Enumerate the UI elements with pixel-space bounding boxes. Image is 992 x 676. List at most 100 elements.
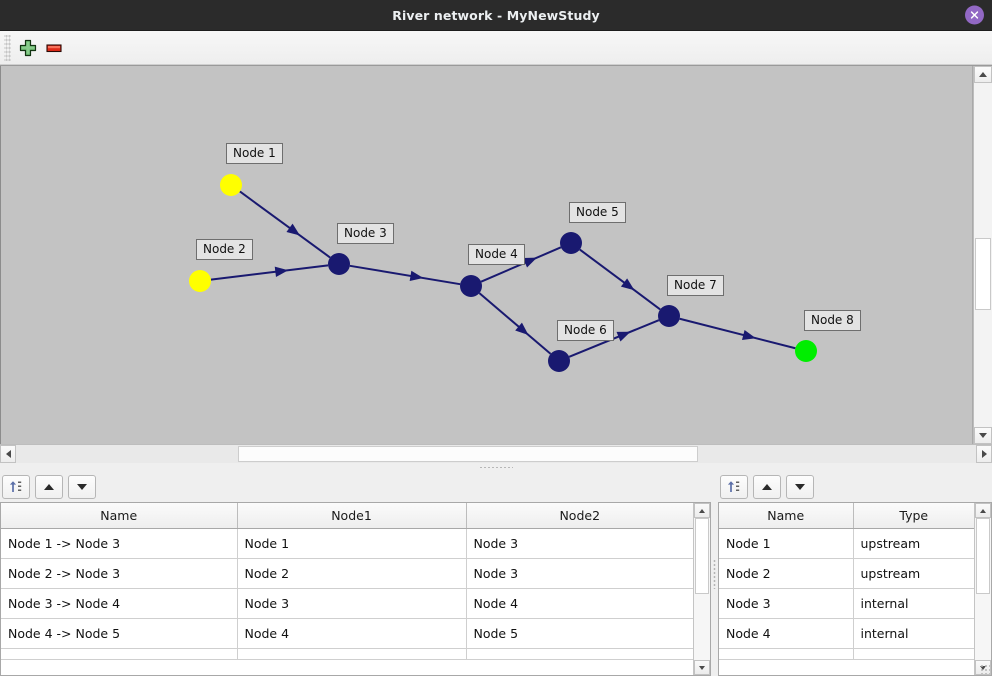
- reaches-scroll-up-button[interactable]: [694, 503, 710, 518]
- nodes-vscroll-track[interactable]: [975, 518, 991, 660]
- graph-node-node-4[interactable]: [460, 275, 482, 297]
- graph-node-node-2[interactable]: [189, 270, 211, 292]
- reaches-column-header[interactable]: Node1: [237, 503, 467, 529]
- nodes-table-cell[interactable]: Node 3: [719, 588, 854, 619]
- scroll-up-button[interactable]: [974, 66, 992, 83]
- reaches-table-cell[interactable]: Node 4: [466, 588, 693, 619]
- nodes-sort-button[interactable]: [720, 474, 748, 499]
- graph-vscroll-thumb[interactable]: [975, 238, 991, 310]
- reaches-table-cell[interactable]: Node 3 -> Node 4: [1, 588, 238, 619]
- scroll-right-button[interactable]: [976, 445, 992, 463]
- nodes-move-up-button[interactable]: [753, 474, 781, 499]
- nodes-vertical-scrollbar[interactable]: [974, 503, 991, 675]
- graph-node-node-6[interactable]: [548, 350, 570, 372]
- reaches-table-cell[interactable]: Node 3: [466, 528, 693, 559]
- scroll-left-button[interactable]: [0, 445, 16, 463]
- nodes-table-cell[interactable]: upstream: [853, 528, 974, 559]
- reaches-table-cell[interactable]: [466, 648, 693, 660]
- nodes-table-row[interactable]: [719, 648, 974, 660]
- nodes-scroll-up-button[interactable]: [975, 503, 991, 518]
- nodes-table-cell[interactable]: [853, 648, 974, 660]
- nodes-move-down-button[interactable]: [786, 474, 814, 499]
- reaches-column-header[interactable]: Name: [1, 503, 238, 529]
- network-canvas[interactable]: Node 1 Node 2 Node 3 Node 4 Node 5 Node 6 Node…: [0, 66, 973, 444]
- graph-vertical-scrollbar[interactable]: [973, 66, 992, 444]
- reaches-table-cell[interactable]: Node 2: [237, 558, 467, 589]
- node-label-node-4[interactable]: Node 4: [468, 244, 525, 265]
- reaches-scroll-down-button[interactable]: [694, 660, 710, 675]
- graph-node-node-5[interactable]: [560, 232, 582, 254]
- nodes-table-cell[interactable]: Node 4: [719, 618, 854, 649]
- graph-edge[interactable]: [349, 264, 461, 286]
- graph-node-node-1[interactable]: [220, 174, 242, 196]
- window-resize-grip[interactable]: [980, 664, 990, 674]
- reaches-table-cell[interactable]: Node 4: [237, 618, 467, 649]
- nodes-table-cell[interactable]: [719, 648, 854, 660]
- nodes-column-header[interactable]: Type: [853, 503, 974, 529]
- reaches-table-row[interactable]: [1, 648, 693, 660]
- vertical-splitter[interactable]: [711, 471, 718, 676]
- node-label-node-8[interactable]: Node 8: [804, 310, 861, 331]
- reaches-table-cell[interactable]: [237, 648, 467, 660]
- reaches-table-cell[interactable]: [1, 648, 238, 660]
- graph-edge[interactable]: [210, 264, 329, 281]
- add-node-button[interactable]: [15, 35, 41, 61]
- graph-hscroll-track[interactable]: [16, 445, 976, 463]
- node-label-node-2[interactable]: Node 2: [196, 239, 253, 260]
- reaches-move-down-button[interactable]: [68, 474, 96, 499]
- reaches-table-cell[interactable]: Node 1: [237, 528, 467, 559]
- graph-hscroll-thumb[interactable]: [238, 446, 698, 462]
- delete-node-button[interactable]: [41, 35, 67, 61]
- graph-edge[interactable]: [679, 317, 796, 350]
- node-label-node-3[interactable]: Node 3: [337, 223, 394, 244]
- nodes-column-header[interactable]: Name: [719, 503, 854, 529]
- graph-vscroll-track[interactable]: [974, 83, 992, 427]
- reaches-table-cell[interactable]: Node 2 -> Node 3: [1, 558, 238, 589]
- graph-edge[interactable]: [478, 292, 552, 355]
- nodes-table-cell[interactable]: upstream: [853, 558, 974, 589]
- graph-node-node-8[interactable]: [795, 340, 817, 362]
- graph-edge[interactable]: [239, 190, 331, 259]
- graph-panel: Node 1 Node 2 Node 3 Node 4 Node 5 Node 6 Node…: [0, 65, 992, 463]
- nodes-vscroll-thumb[interactable]: [976, 518, 990, 594]
- node-label-node-5[interactable]: Node 5: [569, 202, 626, 223]
- nodes-table-cell[interactable]: Node 1: [719, 528, 854, 559]
- graph-node-node-7[interactable]: [658, 305, 680, 327]
- graph-node-node-3[interactable]: [328, 253, 350, 275]
- reaches-table-cell[interactable]: Node 4 -> Node 5: [1, 618, 238, 649]
- nodes-table-cell[interactable]: internal: [853, 588, 974, 619]
- reaches-table-cell[interactable]: Node 3: [466, 558, 693, 589]
- edge-arrow-icon: [620, 278, 635, 291]
- close-button[interactable]: [965, 5, 984, 25]
- reaches-sort-button[interactable]: [2, 474, 30, 499]
- reaches-column-header[interactable]: Node2: [466, 503, 693, 529]
- scroll-down-button[interactable]: [974, 427, 992, 444]
- reaches-table-cell[interactable]: Node 1 -> Node 3: [1, 528, 238, 559]
- reaches-table-cell[interactable]: Node 5: [466, 618, 693, 649]
- edge-arrow-icon: [741, 329, 756, 341]
- node-label-node-6[interactable]: Node 6: [557, 320, 614, 341]
- nodes-table-cell[interactable]: Node 2: [719, 558, 854, 589]
- nodes-table-cell[interactable]: internal: [853, 618, 974, 649]
- reaches-move-up-button[interactable]: [35, 474, 63, 499]
- graph-horizontal-scrollbar[interactable]: [0, 444, 992, 463]
- graph-edge[interactable]: [579, 248, 661, 311]
- reaches-vscroll-thumb[interactable]: [695, 518, 709, 594]
- horizontal-splitter[interactable]: [0, 463, 992, 471]
- reaches-table-cell[interactable]: Node 3: [237, 588, 467, 619]
- reaches-vscroll-track[interactable]: [694, 518, 710, 660]
- reaches-vertical-scrollbar[interactable]: [693, 503, 710, 675]
- graph-edge[interactable]: [568, 319, 660, 358]
- edge-arrow-icon: [616, 331, 631, 342]
- node-label-node-1[interactable]: Node 1: [226, 143, 283, 164]
- toolbar-grip[interactable]: [4, 34, 11, 61]
- node-label-node-7[interactable]: Node 7: [667, 275, 724, 296]
